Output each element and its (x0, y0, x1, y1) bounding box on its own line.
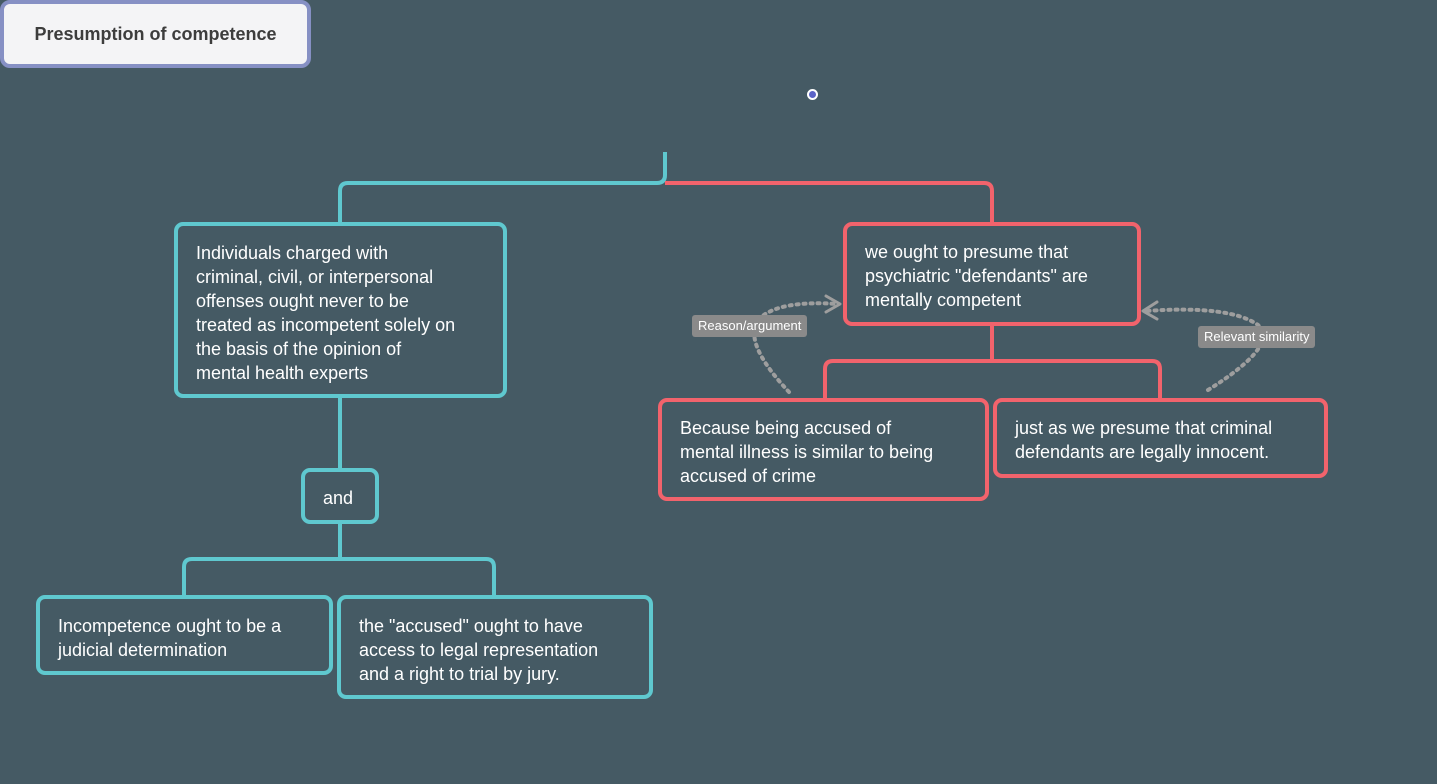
reason-node[interactable]: Because being accused of mental illness … (658, 398, 989, 501)
relevant-similarity-arrowhead (1141, 300, 1159, 321)
left-claim-text: Individuals charged with criminal, civil… (196, 243, 456, 383)
left-premise-2-text: the "accused" ought to have access to le… (359, 616, 599, 684)
root-connection-handle[interactable] (807, 89, 818, 100)
and-connector-node[interactable]: and (301, 468, 379, 524)
connector-root-to-right-claim (665, 181, 994, 224)
connector-root-to-left-claim (338, 152, 667, 224)
relevant-similarity-arc (1144, 307, 1266, 392)
right-claim-node[interactable]: we ought to presume that psychiatric "de… (843, 222, 1141, 326)
reason-text: Because being accused of mental illness … (680, 418, 934, 486)
similarity-node[interactable]: just as we presume that criminal defenda… (993, 398, 1328, 478)
left-premise-1-text: Incompetence ought to be a judicial dete… (58, 616, 282, 660)
connector-right-claim-to-reasons (823, 324, 1162, 400)
relevant-similarity-tag[interactable]: Relevant similarity (1198, 326, 1316, 348)
reason-argument-tag[interactable]: Reason/argument (692, 315, 808, 337)
root-topic[interactable]: Presumption of competence (0, 0, 311, 68)
and-connector-text: and (323, 488, 354, 508)
left-claim-node[interactable]: Individuals charged with criminal, civil… (174, 222, 507, 398)
root-topic-label: Presumption of competence (34, 23, 277, 44)
left-premise-1-node[interactable]: Incompetence ought to be a judicial dete… (36, 595, 333, 675)
reason-argument-arrowhead (824, 294, 842, 314)
left-premise-2-node[interactable]: the "accused" ought to have access to le… (337, 595, 653, 699)
similarity-text: just as we presume that criminal defenda… (1015, 418, 1273, 462)
connector-and-to-premises (182, 522, 496, 597)
right-claim-text: we ought to presume that psychiatric "de… (865, 242, 1088, 310)
